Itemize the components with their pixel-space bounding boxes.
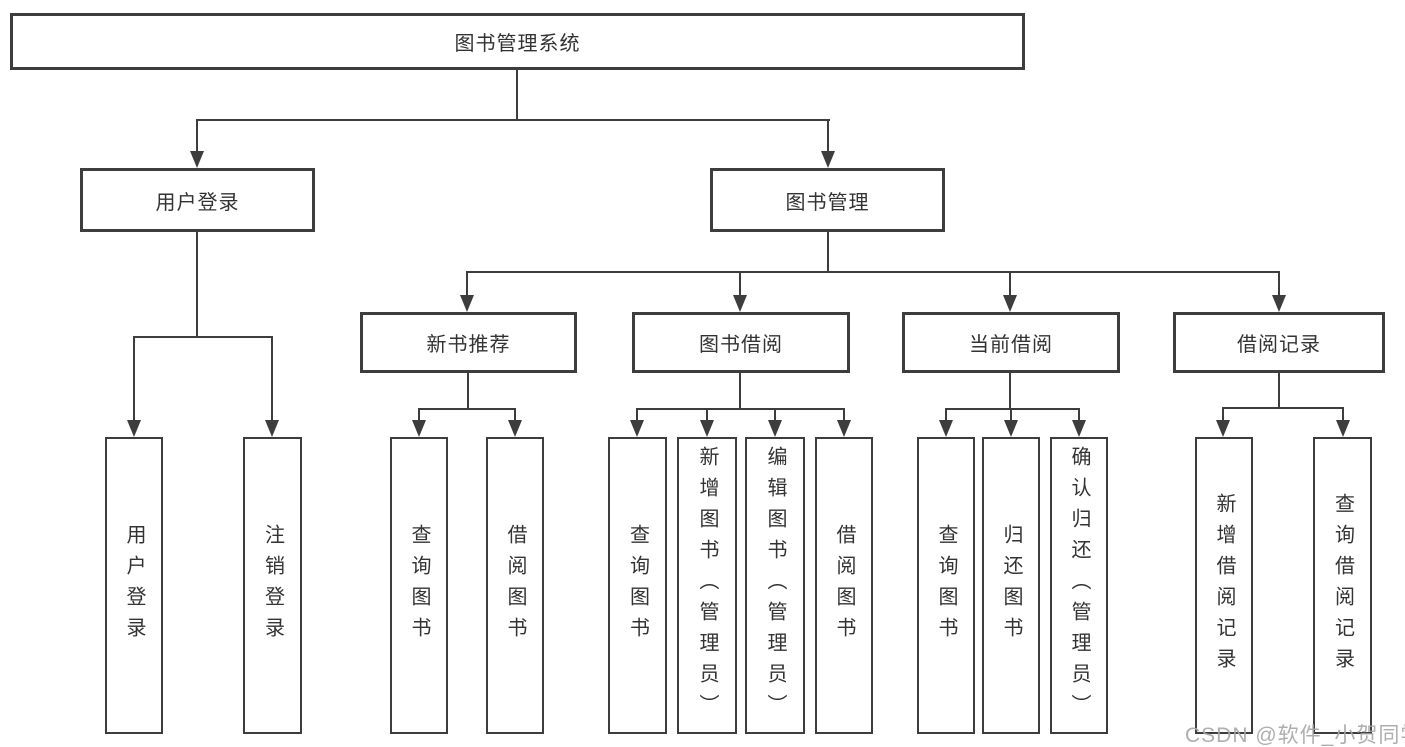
connector-borrowing-branch: [636, 408, 845, 410]
leaf-query-borrow-record: 查询借阅记录: [1313, 437, 1372, 734]
leaf-return-book: 归还图书: [982, 437, 1040, 734]
arrowhead-leaf-logout-icon: [265, 420, 279, 437]
connector-drop-user-login: [196, 119, 198, 153]
connector-drop-bw4: [843, 408, 845, 422]
leaf-borrowing-borrow-book-label: 借阅图书: [833, 523, 855, 648]
connector-drop-nb1: [418, 408, 420, 422]
arrowhead-bw1-icon: [630, 420, 644, 437]
leaf-borrowing-query-books-label: 查询图书: [626, 523, 649, 648]
connector-drop-cu3: [1078, 408, 1080, 422]
arrowhead-cu3-icon: [1072, 420, 1086, 437]
connector-drop-rc2: [1342, 407, 1344, 422]
leaf-current-query-books: 查询图书: [917, 437, 975, 734]
connector-user-login-branch: [133, 336, 273, 338]
arrowhead-rc1-icon: [1216, 420, 1230, 437]
node-borrow-records: 借阅记录: [1173, 312, 1385, 373]
node-root-label: 图书管理系统: [454, 33, 581, 55]
node-current-borrow-label: 当前借阅: [969, 334, 1053, 356]
leaf-add-book-admin-label: 新增图书（管理员）: [696, 446, 718, 725]
leaf-borrowing-query-books: 查询图书: [608, 437, 667, 734]
leaf-current-query-books-label: 查询图书: [935, 523, 957, 648]
leaf-query-borrow-record-label: 查询借阅记录: [1331, 492, 1354, 679]
connector-book-mgmt-stem: [827, 232, 829, 273]
connector-drop-records: [1278, 271, 1280, 297]
leaf-newbooks-query-books: 查询图书: [390, 437, 448, 734]
node-user-login-label: 用户登录: [155, 191, 240, 214]
connector-drop-nb2: [514, 408, 516, 422]
connector-drop-borrowing: [739, 271, 741, 297]
arrowhead-nb1-icon: [412, 420, 426, 437]
connector-drop-leaf-login: [133, 336, 135, 422]
arrowhead-book-mgmt-icon: [821, 151, 835, 168]
connector-drop-bw1: [636, 408, 638, 422]
arrowhead-borrowing-icon: [733, 295, 747, 312]
connector-borrowing-stem: [739, 373, 741, 410]
connector-new-books-branch: [418, 408, 516, 410]
arrowhead-bw2-icon: [700, 420, 714, 437]
arrowhead-user-login-icon: [190, 151, 204, 168]
connector-current-stem: [1009, 373, 1011, 410]
connector-records-stem: [1278, 373, 1280, 409]
leaf-newbooks-query-books-label: 查询图书: [408, 523, 430, 648]
node-new-book-recommend: 新书推荐: [360, 312, 577, 373]
connector-drop-new-books: [466, 271, 468, 297]
leaf-user-login: 用户登录: [105, 437, 163, 734]
leaf-edit-book-admin: 编辑图书（管理员）: [745, 437, 805, 734]
arrowhead-bw3-icon: [768, 420, 782, 437]
leaf-add-borrow-record-label: 新增借阅记录: [1213, 492, 1235, 679]
leaf-newbooks-borrow-book-label: 借阅图书: [504, 523, 526, 648]
node-book-management-label: 图书管理: [785, 191, 870, 214]
connector-current-branch: [945, 408, 1080, 410]
connector-drop-rc1: [1222, 407, 1224, 422]
connector-drop-bw2: [706, 408, 708, 422]
leaf-borrowing-borrow-book: 借阅图书: [815, 437, 873, 734]
node-user-login: 用户登录: [80, 168, 315, 232]
leaf-logout-label: 注销登录: [261, 523, 284, 648]
connector-drop-book-mgmt: [827, 119, 829, 153]
arrowhead-nb2-icon: [508, 420, 522, 437]
arrowhead-cu2-icon: [1004, 420, 1018, 437]
csdn-watermark: CSDN @软件_小贺同学: [1185, 724, 1405, 747]
arrowhead-leaf-login-icon: [127, 420, 141, 437]
leaf-logout: 注销登录: [243, 437, 302, 734]
node-borrow-records-label: 借阅记录: [1237, 334, 1321, 356]
node-root: 图书管理系统: [10, 13, 1025, 70]
connector-user-login-stem: [196, 232, 198, 338]
node-new-book-recommend-label: 新书推荐: [426, 334, 511, 356]
leaf-add-borrow-record: 新增借阅记录: [1195, 437, 1253, 734]
connector-root-branch: [196, 119, 830, 121]
node-book-borrow: 图书借阅: [632, 312, 850, 373]
arrowhead-bw4-icon: [837, 420, 851, 437]
leaf-confirm-return-admin: 确认归还（管理员）: [1050, 437, 1108, 734]
arrowhead-records-icon: [1272, 295, 1286, 312]
connector-drop-current: [1009, 271, 1011, 297]
leaf-confirm-return-admin-label: 确认归还（管理员）: [1068, 446, 1090, 725]
node-book-management: 图书管理: [710, 168, 945, 232]
leaf-return-book-label: 归还图书: [1000, 523, 1022, 648]
leaf-newbooks-borrow-book: 借阅图书: [486, 437, 544, 734]
connector-drop-bw3: [774, 408, 776, 422]
arrowhead-rc2-icon: [1336, 420, 1350, 437]
connector-root-stem: [516, 70, 518, 120]
leaf-add-book-admin: 新增图书（管理员）: [677, 437, 737, 734]
node-current-borrow: 当前借阅: [902, 312, 1120, 373]
node-book-borrow-label: 图书借阅: [699, 334, 783, 356]
connector-new-books-stem: [467, 373, 469, 410]
leaf-edit-book-admin-label: 编辑图书（管理员）: [764, 446, 786, 725]
arrowhead-new-books-icon: [460, 295, 474, 312]
connector-drop-cu1: [945, 408, 947, 422]
connector-book-mgmt-branch: [466, 271, 1280, 273]
connector-drop-leaf-logout: [271, 336, 273, 422]
arrowhead-cu1-icon: [939, 420, 953, 437]
connector-records-branch: [1222, 407, 1344, 409]
leaf-user-login-label: 用户登录: [123, 523, 145, 648]
connector-drop-cu2: [1010, 408, 1012, 422]
arrowhead-current-icon: [1003, 295, 1017, 312]
